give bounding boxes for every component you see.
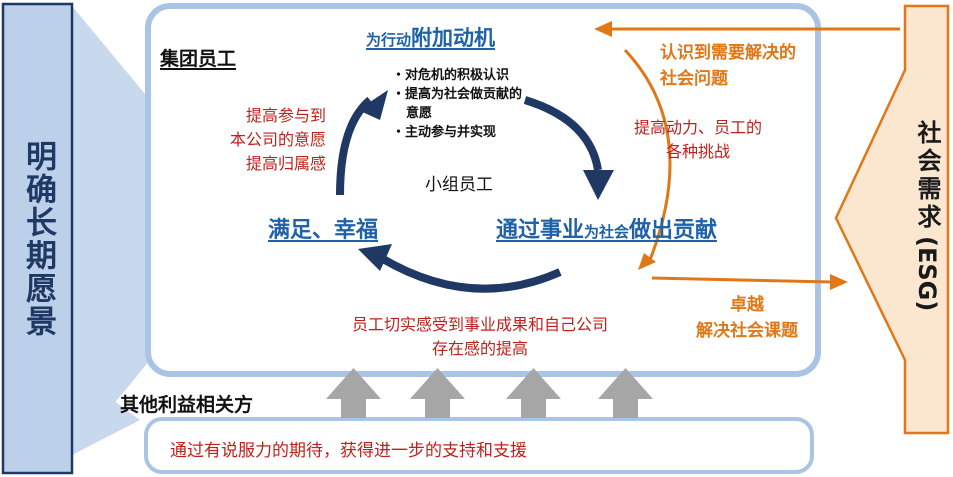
esg-text: 社会需求 (ESG) xyxy=(906,120,948,311)
engagement-note-line: 提高参与到 xyxy=(245,106,326,125)
achievement-note: 员工切实感受到事业成果和自己公司 存在感的提高 xyxy=(300,313,660,361)
orange-arrowhead-solve xyxy=(830,274,848,290)
motivation-title-large: 附加动机 xyxy=(411,26,496,50)
social-issue-note: 认识到需要解决的 社会问题 xyxy=(660,40,796,92)
orange-arrow-need-curve xyxy=(623,48,672,261)
social-issue-note-line: 认识到需要解决的 xyxy=(660,43,796,63)
support-arrows xyxy=(326,368,653,418)
group-employees-box xyxy=(145,3,821,377)
motivation-title-small: 为行动 xyxy=(366,31,412,49)
solution-note: 卓越 解决社会课题 xyxy=(672,292,822,344)
contribution-title-part2: 做出贡献 xyxy=(629,218,718,243)
contribution-title-part1: 通过事业 xyxy=(496,218,585,243)
support-arrow-2 xyxy=(410,368,465,418)
contribution-title-small: 为社会 xyxy=(584,223,630,241)
esg-text-suffix: (ESG) xyxy=(913,236,941,312)
bullet-item: ・提高为社会做贡献的 xyxy=(392,87,523,102)
stakeholders-label: 其他利益相关方 xyxy=(120,394,254,416)
cycle-arrowhead-bottom xyxy=(358,244,392,271)
bullet-item: 意愿 xyxy=(406,106,433,121)
bullet-item: ・主动参与并实现 xyxy=(392,125,497,140)
engagement-note-line: 提高归属感 xyxy=(245,154,326,173)
motivation-challenge-note-line: 提高动力、员工的 xyxy=(633,118,762,137)
orange-arrows xyxy=(605,27,900,284)
group-employees-label: 集团员工 xyxy=(160,48,237,70)
esg-banner xyxy=(834,4,950,435)
stakeholders-note: 通过有说服力的期待，获得进一步的支持和支援 xyxy=(170,441,527,461)
vision-wedge xyxy=(72,6,150,455)
esg-text-prefix: 社会需求 xyxy=(913,120,941,232)
achievement-note-line: 员工切实感受到事业成果和自己公司 xyxy=(351,315,608,334)
cycle-arc-right xyxy=(523,96,602,171)
vision-banner xyxy=(1,2,74,475)
cycle-arrowhead-left xyxy=(358,90,388,120)
social-issue-note-line: 社会问题 xyxy=(660,69,728,89)
support-arrow-3 xyxy=(506,368,561,418)
motivation-challenge-note-line: 各种挑战 xyxy=(665,142,730,161)
contribution-title: 通过事业为社会做出贡献 xyxy=(496,212,717,244)
small-group-label: 小组员工 xyxy=(425,175,493,195)
cycle-arrows xyxy=(336,96,602,293)
solution-note-line: 卓越 xyxy=(730,295,764,315)
support-arrow-1 xyxy=(326,368,381,418)
satisfaction-label: 满足、幸福 xyxy=(268,218,379,243)
stakeholders-box xyxy=(144,417,814,474)
achievement-note-line: 存在感的提高 xyxy=(431,339,528,358)
cycle-arc-bottom xyxy=(375,252,562,293)
cycle-arc-left xyxy=(336,96,373,196)
cycle-arrowhead-right xyxy=(583,170,614,200)
motivation-title: 为行动附加动机 xyxy=(366,22,495,52)
motivation-bullets: ・对危机的积极认识 ・提高为社会做贡献的 意愿 ・主动参与并实现 xyxy=(392,66,522,142)
orange-arrow-solve xyxy=(651,276,833,284)
vision-text: 明确长期愿景 xyxy=(14,140,62,338)
solution-note-line: 解决社会课题 xyxy=(696,321,798,341)
vision-wedge-lower xyxy=(72,370,140,455)
support-arrow-4 xyxy=(598,368,653,418)
engagement-note: 提高参与到 本公司的意愿 提高归属感 xyxy=(196,104,326,176)
engagement-note-line: 本公司的意愿 xyxy=(229,130,326,149)
vision-text-content: 明确长期愿景 xyxy=(20,140,56,338)
orange-arrowhead-need xyxy=(594,21,612,37)
bullet-item: ・对危机的积极认识 xyxy=(392,68,510,83)
orange-arrowhead-curve xyxy=(638,253,656,270)
motivation-challenge-note: 提高动力、员工的 各种挑战 xyxy=(612,116,784,164)
